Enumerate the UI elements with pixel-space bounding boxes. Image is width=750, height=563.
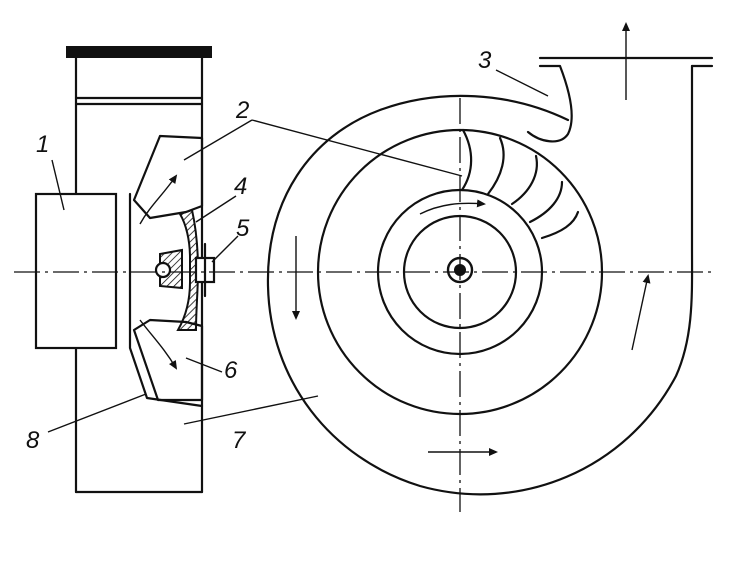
impeller-hub: [176, 208, 200, 331]
rotation-arrow: [419, 199, 486, 215]
impeller-lower-blade: [132, 318, 204, 402]
leader-lines: [47, 69, 549, 433]
flow-arrow-lower: [139, 319, 178, 370]
impeller-blades: [460, 128, 580, 240]
label-7: 7: [232, 427, 247, 454]
flow-arrow-right: [631, 274, 651, 351]
volute-casing: [266, 64, 694, 496]
inlet-nozzle: [34, 192, 118, 350]
label-2: 2: [235, 97, 249, 124]
volute-tongue: [526, 64, 573, 143]
labels: 1 2 3 4 5 6 7 8: [26, 47, 492, 454]
label-3: 3: [478, 47, 492, 74]
shaft-nut: [154, 261, 172, 279]
label-4: 4: [234, 173, 247, 200]
side-view: [34, 46, 216, 494]
label-5: 5: [236, 215, 250, 242]
label-8: 8: [26, 427, 40, 454]
label-6: 6: [224, 357, 238, 384]
impeller-upper-blade: [132, 134, 204, 220]
flow-arrow-upper: [139, 174, 178, 225]
front-view: [14, 22, 716, 512]
label-1: 1: [36, 131, 49, 158]
casing-side-plate: [128, 192, 204, 408]
outlet-flange: [66, 46, 212, 58]
